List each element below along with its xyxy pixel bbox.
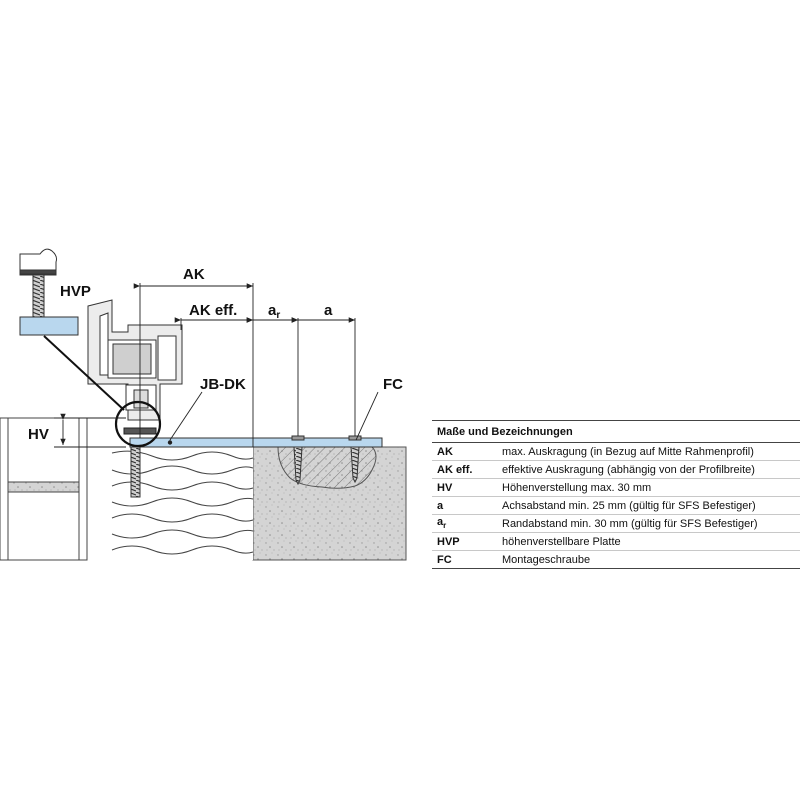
label-a: a [324, 302, 333, 319]
legend-key: HV [432, 478, 497, 497]
legend-row: FC Montageschraube [432, 550, 800, 569]
legend-title: Maße und Bezeichnungen [432, 420, 800, 443]
label-hv: HV [28, 426, 49, 443]
legend-key: HVP [432, 532, 497, 551]
label-jb-dk: JB-DK [200, 376, 246, 393]
legend-desc: Achsabstand min. 25 mm (gültig für SFS B… [497, 496, 800, 515]
legend-desc: max. Auskragung (in Bezug auf Mitte Rahm… [497, 442, 800, 461]
legend-key: AK [432, 442, 497, 461]
label-ak-eff: AK eff. [189, 302, 237, 319]
legend-row: ar Randabstand min. 30 mm (gültig für SF… [432, 514, 800, 533]
dimension-lines [54, 283, 379, 448]
label-hvp: HVP [60, 283, 91, 300]
legend-key: FC [432, 550, 497, 569]
legend-key: ar [432, 514, 497, 533]
label-ar-sub: r [276, 310, 280, 321]
legend-desc: Montageschraube [497, 550, 800, 569]
legend-row: AK eff. effektive Auskragung (abhängig v… [432, 460, 800, 479]
concrete-slab [252, 446, 407, 561]
legend-grid: Maße und Bezeichnungen AK max. Auskragun… [432, 420, 800, 569]
legend-table: Maße und Bezeichnungen AK max. Auskragun… [432, 420, 800, 569]
label-ar: ar [268, 302, 280, 321]
legend-row: AK max. Auskragung (in Bezug auf Mitte R… [432, 442, 800, 461]
legend-desc: Randabstand min. 30 mm (gültig für SFS B… [497, 514, 800, 533]
legend-key-sub: r [443, 521, 447, 531]
legend-key-main: a [437, 516, 444, 529]
legend-desc: höhenverstellbare Platte [497, 532, 800, 551]
legend-row: HV Höhenverstellung max. 30 mm [432, 478, 800, 497]
legend-desc: effektive Auskragung (abhängig von der P… [497, 460, 800, 479]
legend-row: a Achsabstand min. 25 mm (gültig für SFS… [432, 496, 800, 515]
detail-connector-line [43, 335, 125, 411]
label-fc: FC [383, 376, 403, 393]
legend-key: a [432, 496, 497, 515]
legend-key: AK eff. [432, 460, 497, 479]
jb-dk-plate [129, 437, 383, 448]
legend-desc: Höhenverstellung max. 30 mm [497, 478, 800, 497]
window-frame-profile [87, 299, 183, 421]
detail-circle [114, 400, 162, 448]
fastener-screws [291, 435, 362, 486]
legend-row: HVP höhenverstellbare Platte [432, 532, 800, 551]
label-ar-main: a [268, 302, 277, 319]
masonry-wall [0, 417, 88, 561]
label-ak: AK [183, 266, 205, 283]
hvp-detail-inset [19, 248, 79, 336]
